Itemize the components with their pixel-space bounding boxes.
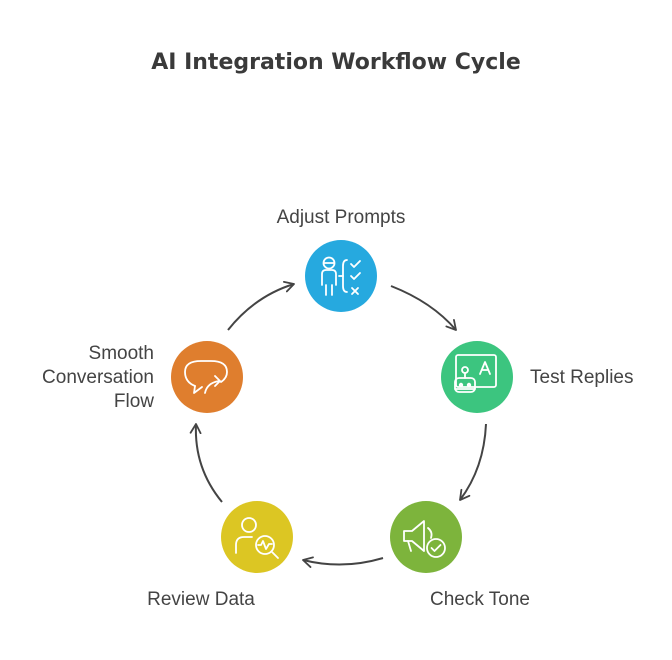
label-line-smooth: Smooth xyxy=(88,343,154,364)
label-smooth-conversation-flow: Smooth Conversation Flow xyxy=(14,342,154,414)
label-test-replies: Test Replies xyxy=(530,367,634,388)
label-check-tone: Check Tone xyxy=(430,589,530,610)
diagram-title: AI Integration Workflow Cycle xyxy=(151,50,521,75)
label-line-flow: Flow xyxy=(113,391,154,412)
node-smooth-conversation-flow xyxy=(171,341,243,413)
arrow-smooth-to-adjust xyxy=(227,280,295,331)
node-adjust-prompts xyxy=(305,240,377,312)
arrow-check-to-review xyxy=(302,556,384,568)
person-analytics-icon xyxy=(235,517,279,559)
arrow-test-to-check xyxy=(459,423,487,501)
label-adjust-prompts: Adjust Prompts xyxy=(276,207,406,228)
label-review-data: Review Data xyxy=(147,589,255,610)
node-test-replies xyxy=(441,341,513,413)
label-line-conversation: Conversation xyxy=(42,367,154,388)
robot-chat-icon xyxy=(454,354,497,393)
node-review-data xyxy=(221,501,293,573)
person-checklist-icon xyxy=(321,256,361,296)
megaphone-check-icon xyxy=(403,520,446,558)
arrow-adjust-to-test xyxy=(390,285,457,331)
node-check-tone xyxy=(390,501,462,573)
arrow-review-to-smooth xyxy=(189,423,223,503)
chat-bubble-arrow-icon xyxy=(184,360,228,394)
